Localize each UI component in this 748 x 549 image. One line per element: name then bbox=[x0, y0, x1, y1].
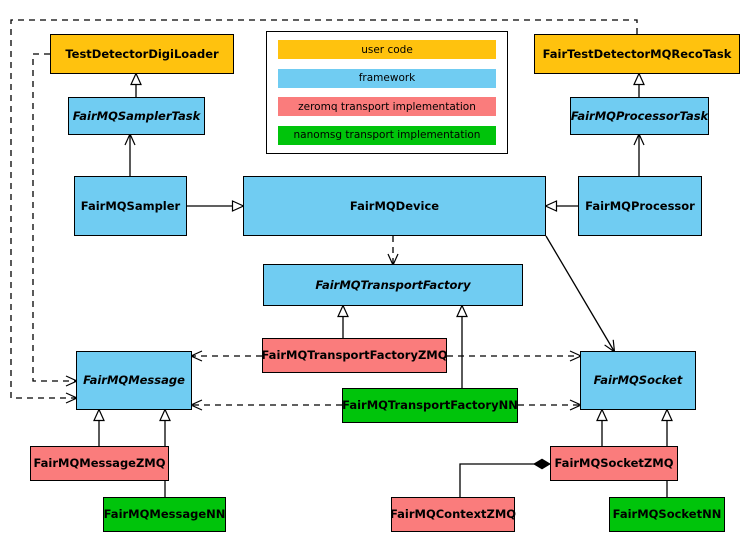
class-box-fairmqtransportfactoryzmq[interactable]: FairMQTransportFactoryZMQ bbox=[262, 338, 448, 373]
edge-socketzmq-to-contextzmq bbox=[459, 458, 551, 497]
class-box-fairmqdevice[interactable]: FairMQDevice bbox=[243, 176, 546, 236]
legend-entry-nanomsg: nanomsg transport implementation bbox=[278, 125, 496, 145]
legend-label-zeromq: zeromq transport implementation bbox=[298, 100, 476, 113]
legend-entry-zeromq: zeromq transport implementation bbox=[278, 97, 496, 117]
class-box-fairmqtransportfactorynn[interactable]: FairMQTransportFactoryNN bbox=[342, 388, 518, 423]
class-box-fairmqsampler[interactable]: FairMQSampler bbox=[74, 176, 187, 236]
class-box-fairmqmessagenn[interactable]: FairMQMessageNN bbox=[103, 497, 226, 532]
legend-label-framework: framework bbox=[358, 72, 416, 85]
class-box-fairmqsamplertask[interactable]: FairMQSamplerTask bbox=[68, 97, 205, 135]
class-box-fairmqtransportfactory[interactable]: FairMQTransportFactory bbox=[263, 264, 523, 306]
edge-device-to-socket bbox=[545, 235, 616, 354]
class-box-fairmqmessage[interactable]: FairMQMessage bbox=[76, 351, 192, 410]
class-box-fairmqsocketnn[interactable]: FairMQSocketNN bbox=[609, 497, 725, 532]
class-box-fairmqmessagezmq[interactable]: FairMQMessageZMQ bbox=[30, 446, 169, 481]
class-box-fairmqsocket[interactable]: FairMQSocket bbox=[580, 351, 696, 410]
class-box-fairmqprocessortask[interactable]: FairMQProcessorTask bbox=[570, 97, 709, 135]
class-box-fairmqsocketzmq[interactable]: FairMQSocketZMQ bbox=[550, 446, 678, 481]
class-box-fairtestdetectormqrecotask[interactable]: FairTestDetectorMQRecoTask bbox=[534, 34, 740, 74]
color-legend: user code framework zeromq transport imp… bbox=[266, 31, 508, 154]
legend-label-user-code: user code bbox=[361, 43, 413, 56]
class-box-fairmqcontextzmq[interactable]: FairMQContextZMQ bbox=[390, 497, 516, 532]
legend-label-nanomsg: nanomsg transport implementation bbox=[293, 129, 481, 142]
legend-entry-user-code: user code bbox=[278, 40, 496, 59]
class-box-testdetectordigiloader[interactable]: TestDetectorDigiLoader bbox=[50, 34, 234, 74]
legend-entry-framework: framework bbox=[278, 68, 496, 88]
class-box-fairmqprocessor[interactable]: FairMQProcessor bbox=[578, 176, 702, 236]
